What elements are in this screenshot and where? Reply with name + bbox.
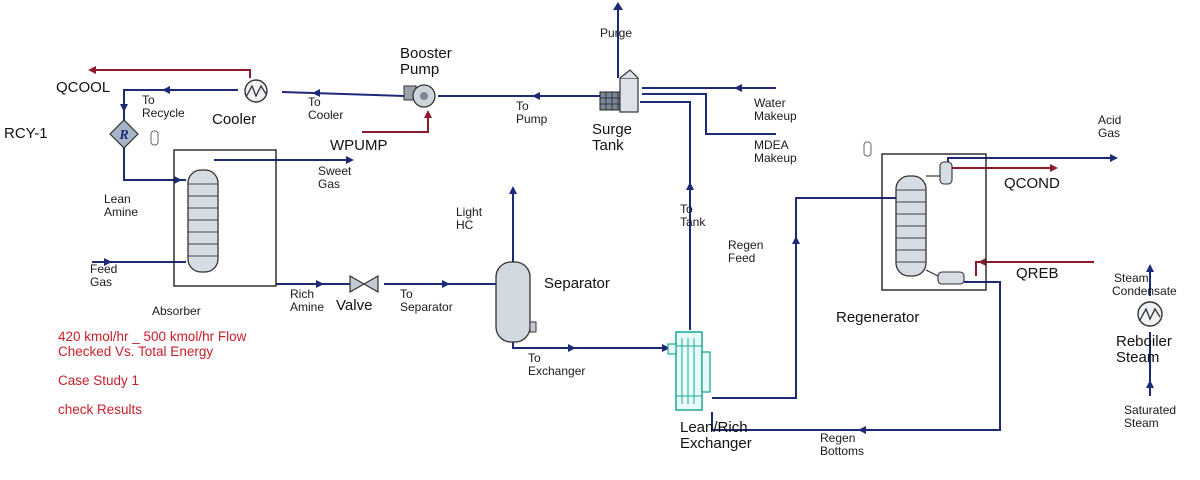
to-recycle-label-2: Recycle — [142, 106, 185, 120]
cooler-label: Cooler — [212, 111, 256, 128]
qcool-label: QCOOL — [56, 79, 110, 96]
feed-gas-label-1: Feed — [90, 262, 117, 276]
to-cooler-stream[interactable] — [281, 91, 405, 97]
note-check-results[interactable]: check Results — [58, 402, 142, 417]
qcool-stream[interactable] — [92, 69, 251, 78]
reboiler-steam-heater-icon[interactable] — [1137, 301, 1163, 327]
acid-gas-label-1: Acid — [1098, 113, 1121, 127]
booster-pump-icon[interactable] — [403, 84, 436, 108]
booster-pump-label-2: Pump — [400, 61, 439, 78]
wpump-stream[interactable] — [362, 112, 429, 133]
spreadsheet-icon-2 — [863, 141, 872, 157]
to-cooler-label-2: Cooler — [308, 108, 343, 122]
energy-streams — [88, 66, 1094, 276]
regen-feed-label-1: Regen — [728, 238, 763, 252]
labels: Purge Booster Pump QCOOL To Recycle Cool… — [4, 26, 1177, 458]
regen-bottoms-stream[interactable] — [711, 281, 1001, 431]
booster-pump-label-1: Booster — [400, 45, 452, 62]
qreb-stream[interactable] — [975, 261, 1094, 276]
reboiler-steam-label-1: Reboiler — [1116, 333, 1172, 350]
absorber-icon[interactable] — [173, 149, 277, 287]
to-recycle-label-1: To — [142, 93, 155, 107]
lean-rich-exchanger-label-1: Lean/Rich — [680, 419, 748, 436]
valve-label: Valve — [336, 297, 372, 314]
to-tank-label-1: To — [680, 202, 693, 216]
water-makeup-label-2: Makeup — [754, 109, 797, 123]
mdea-makeup-label-1: MDEA — [754, 138, 789, 152]
regenerator-icon[interactable] — [881, 153, 987, 291]
qreb-label: QREB — [1016, 265, 1059, 282]
to-tank-label-2: Tank — [680, 215, 706, 229]
mdea-makeup-label-2: Makeup — [754, 151, 797, 165]
case-study-notes: 420 kmol/hr _ 500 kmol/hr Flow Checked V… — [58, 329, 247, 417]
surge-tank-label-2: Tank — [592, 137, 624, 154]
acid-gas-stream[interactable] — [947, 157, 1116, 164]
regen-bottoms-label-1: Regen — [820, 431, 855, 445]
recycle-op-label: R — [118, 128, 128, 143]
separator-label: Separator — [544, 275, 610, 292]
light-hc-label-1: Light — [456, 205, 483, 219]
rich-amine-label-2: Amine — [290, 300, 324, 314]
note-checked-vs-energy: Checked Vs. Total Energy — [58, 344, 213, 359]
to-exchanger-label-1: To — [528, 351, 541, 365]
rich-amine-label-1: Rich — [290, 287, 314, 301]
regen-feed-label-2: Feed — [728, 251, 755, 265]
separator-icon[interactable] — [495, 261, 537, 343]
mdea-makeup-stream[interactable] — [642, 93, 776, 135]
wpump-label: WPUMP — [330, 137, 388, 154]
reboiler-steam-label-2: Steam — [1116, 349, 1159, 366]
saturated-steam-label-1: Saturated — [1124, 403, 1176, 417]
sweet-gas-label-1: Sweet — [318, 164, 352, 178]
steam-condensate-label-1: Steam — [1114, 271, 1149, 285]
water-makeup-label-1: Water — [754, 96, 786, 110]
recycle-operator-icon[interactable]: R — [109, 119, 139, 149]
to-exchanger-label-2: Exchanger — [528, 364, 585, 378]
lean-amine-label-1: Lean — [104, 192, 131, 206]
acid-gas-label-2: Gas — [1098, 126, 1120, 140]
regen-feed-stream[interactable] — [712, 197, 896, 399]
steam-condensate-label-2: Condensate — [1112, 284, 1177, 298]
saturated-steam-label-2: Steam — [1124, 416, 1159, 430]
lean-rich-exchanger-icon[interactable] — [667, 331, 711, 411]
note-flow-range: 420 kmol/hr _ 500 kmol/hr Flow — [58, 329, 247, 344]
feed-gas-label-2: Gas — [90, 275, 112, 289]
to-cooler-label-1: To — [308, 95, 321, 109]
qcond-label: QCOND — [1004, 175, 1060, 192]
lean-amine-label-2: Amine — [104, 205, 138, 219]
light-hc-label-2: HC — [456, 218, 474, 232]
to-separator-label-2: Separator — [400, 300, 453, 314]
to-exchanger-stream[interactable] — [512, 340, 668, 349]
sweet-gas-label-2: Gas — [318, 177, 340, 191]
cooler-icon[interactable] — [244, 79, 268, 103]
valve-icon[interactable] — [349, 274, 379, 294]
note-case-study[interactable]: Case Study 1 — [58, 373, 139, 388]
to-tank-stream[interactable] — [640, 101, 691, 330]
material-streams — [92, 2, 1154, 434]
surge-tank-label-1: Surge — [592, 121, 632, 138]
to-pump-label-1: To — [516, 99, 529, 113]
regen-bottoms-label-2: Bottoms — [820, 444, 864, 458]
lean-amine-stream[interactable] — [123, 146, 186, 181]
rcy-label: RCY-1 — [4, 125, 48, 142]
regenerator-label: Regenerator — [836, 309, 919, 326]
lean-rich-exchanger-label-2: Exchanger — [680, 435, 752, 452]
to-pump-label-2: Pump — [516, 112, 548, 126]
spreadsheet-icon — [150, 130, 159, 146]
purge-label: Purge — [600, 26, 632, 40]
surge-tank-icon[interactable] — [599, 69, 639, 113]
to-separator-label-1: To — [400, 287, 413, 301]
absorber-label: Absorber — [152, 304, 201, 318]
